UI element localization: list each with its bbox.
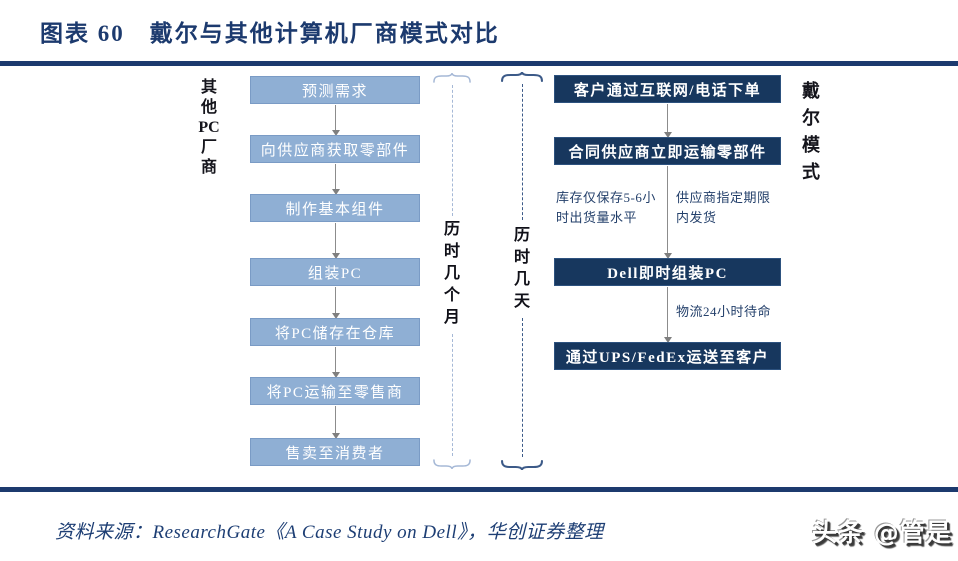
duration-months-label: 历时几个月 [443,221,460,326]
top-divider [0,61,958,66]
annotation-logistics: 物流24小时待命 [676,304,772,319]
flow-arrow [664,287,672,343]
flow-step-ship-retailer: 将PC运输至零售商 [250,377,420,405]
flow-arrow [332,223,340,259]
flow-step-make-components: 制作基本组件 [250,194,420,222]
flow-step-order-online: 客户通过互联网/电话下单 [554,75,781,103]
brace-bottom-icon [433,459,471,469]
flow-arrow [664,104,672,138]
flow-arrow [664,166,672,259]
flow-arrow [332,406,340,439]
flow-step-ship-ups-fedex: 通过UPS/FedEx运送至客户 [554,342,781,370]
source-note: 资料来源：ResearchGate《A Case Study on Dell》，… [55,522,604,543]
dashed-line [452,334,453,456]
bottom-divider [0,487,958,492]
flow-step-dell-assemble: Dell即时组装PC [554,258,781,286]
flow-step-forecast-demand: 预测需求 [250,76,420,104]
annotation-inventory: 库存仅保存5-6小时出货量水平 [556,190,656,225]
flow-arrow [332,105,340,136]
brace-top-icon [501,72,543,82]
flow-step-supplier-ship-parts: 合同供应商立即运输零部件 [554,137,781,165]
flow-step-assemble-pc: 组装PC [250,258,420,286]
flow-step-store-warehouse: 将PC储存在仓库 [250,318,420,346]
dashed-line [452,85,453,216]
flow-arrow [332,347,340,378]
annotation-supplier-deadline: 供应商指定期限内发货 [676,190,771,225]
watermark: 头条 @管是 [812,518,952,547]
flow-arrow [332,287,340,319]
flow-arrow [332,164,340,195]
dashed-line [522,318,523,457]
figure-title: 图表 60 戴尔与其他计算机厂商模式对比 [40,21,500,46]
duration-days-label: 历时几天 [513,227,530,310]
flow-step-sell-consumer: 售卖至消费者 [250,438,420,466]
dashed-line [522,84,523,220]
brace-bottom-icon [501,460,543,470]
brace-top-icon [433,73,471,83]
dell-model-label: 戴尔模式 [802,81,820,182]
flow-step-get-parts: 向供应商获取零部件 [250,135,420,163]
